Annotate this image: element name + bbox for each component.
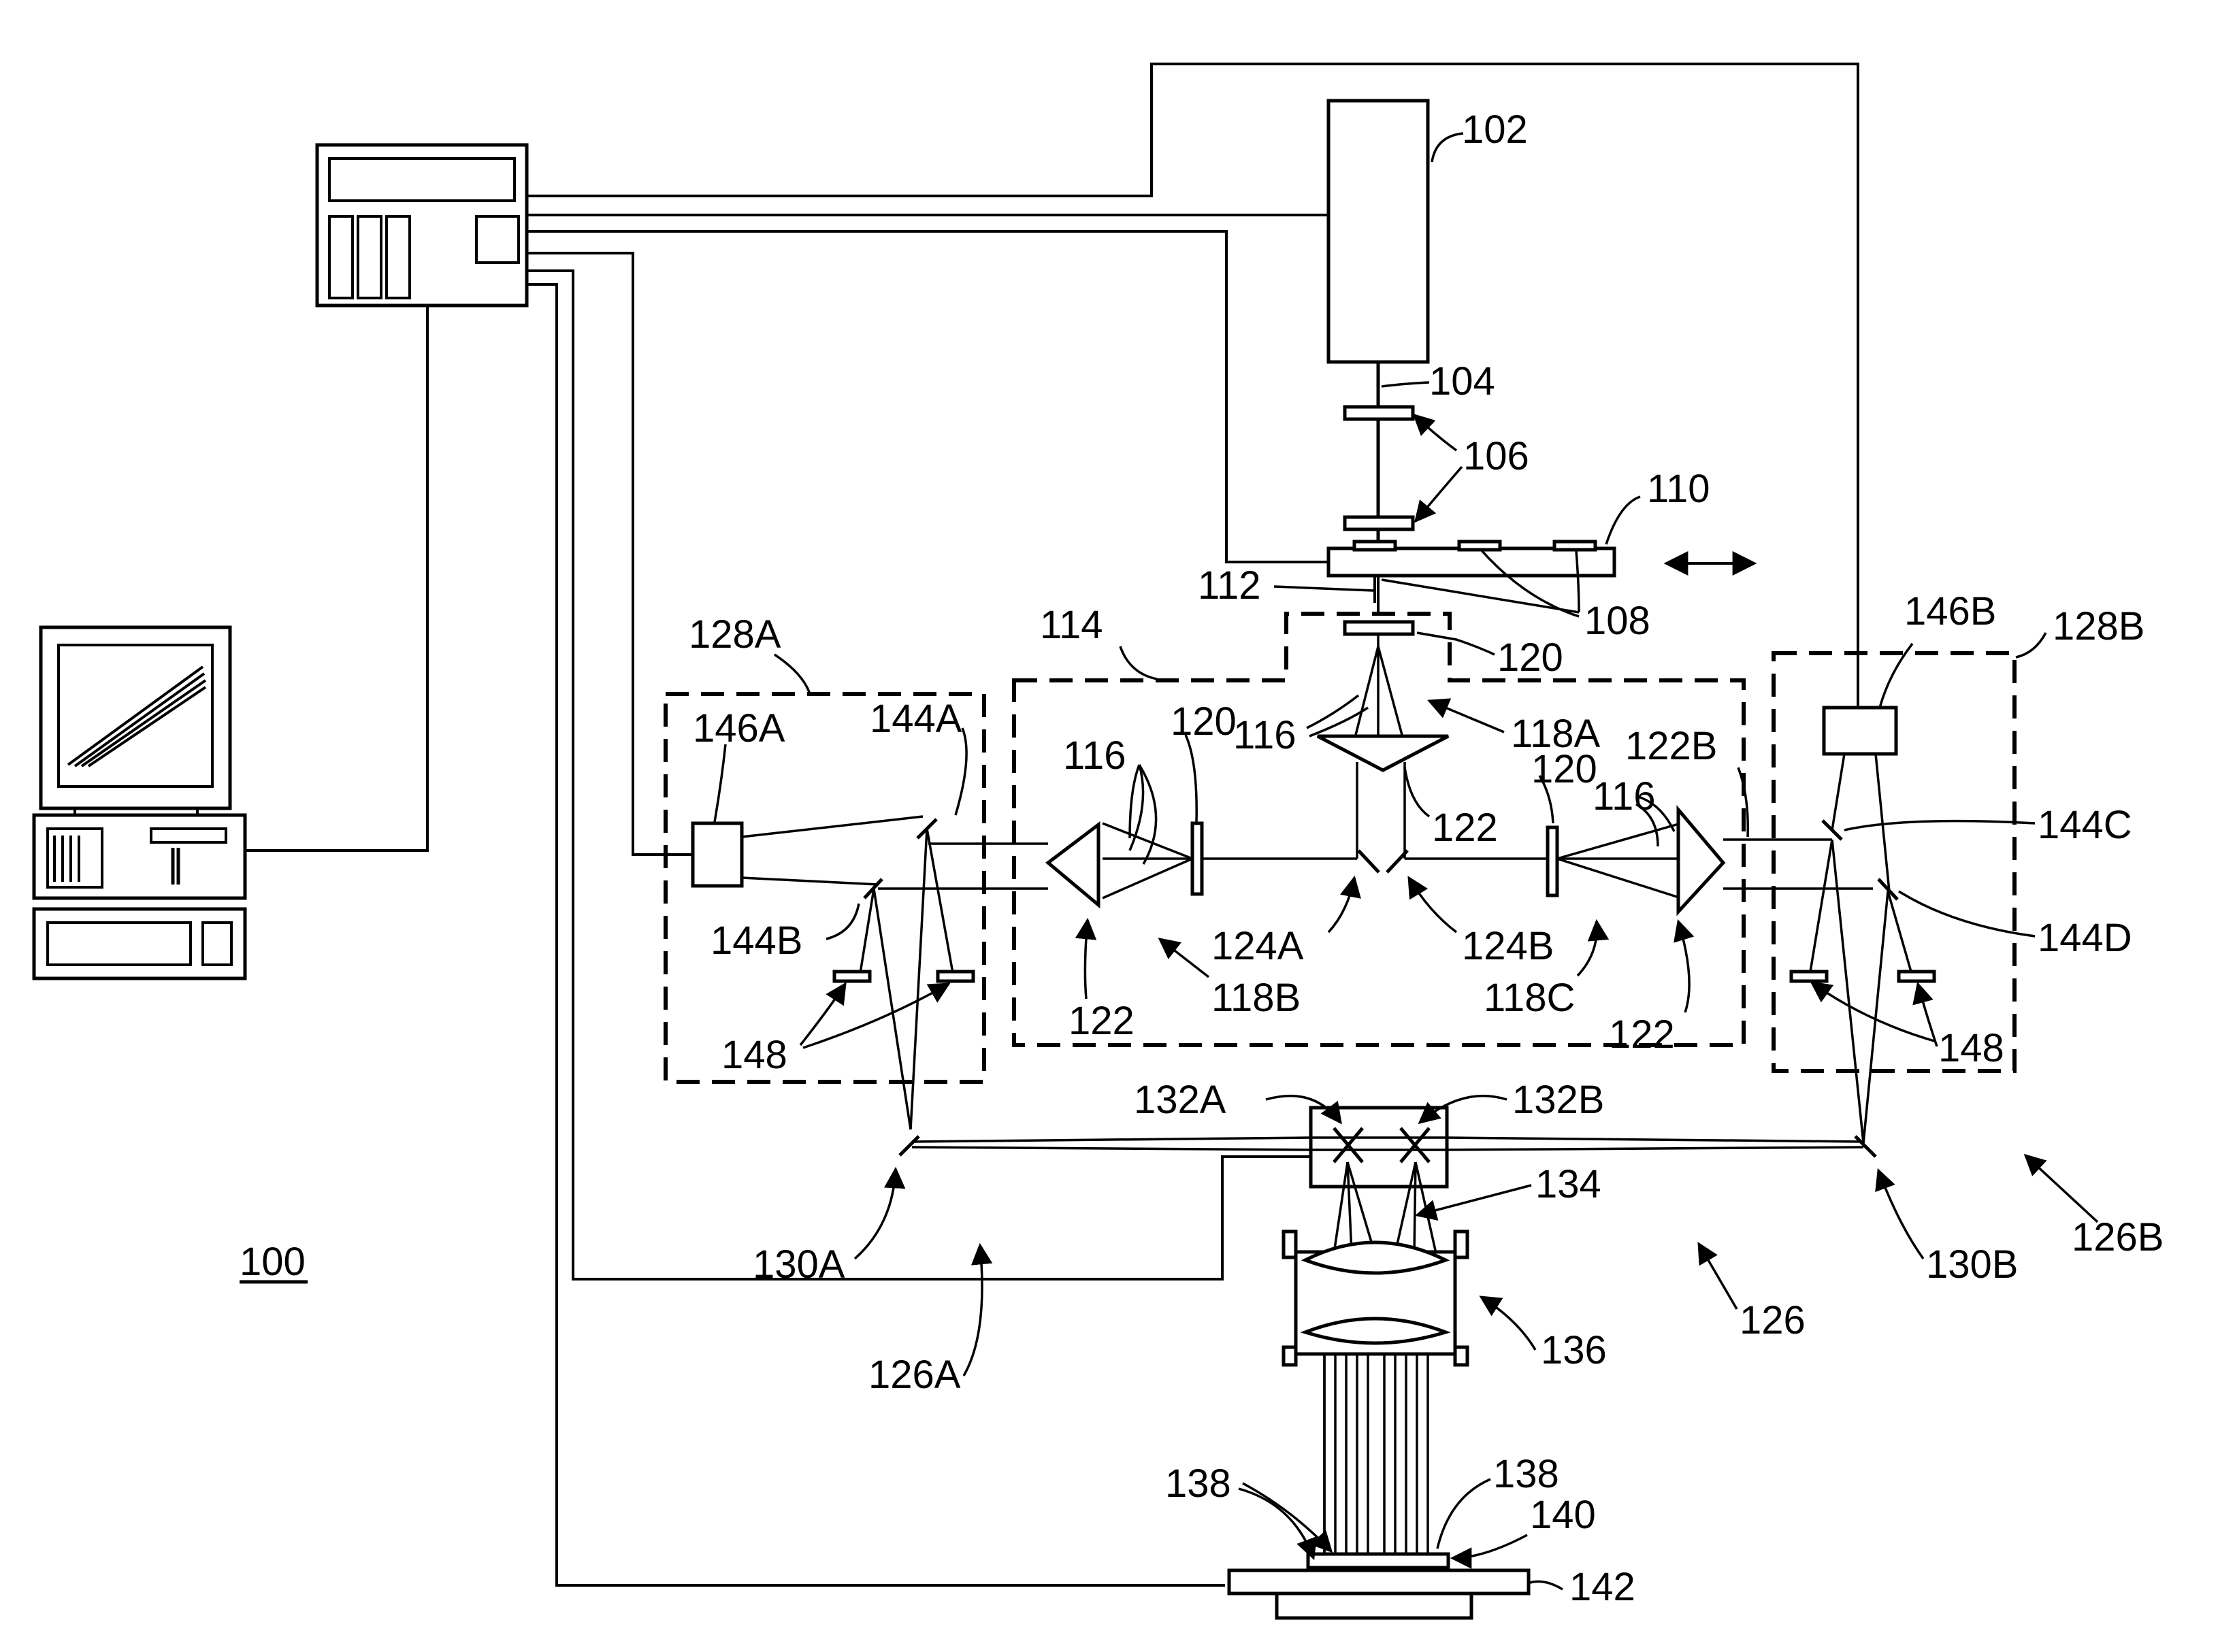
label-148-right: 148 [1938, 1026, 2004, 1070]
beam-path-left [878, 823, 1357, 905]
label-114: 114 [1040, 603, 1103, 647]
label-144D: 144D [2038, 916, 2132, 960]
computer-workstation [34, 627, 245, 978]
objective-lens-136 [1284, 1232, 1467, 1558]
label-122-right: 122 [1609, 1012, 1675, 1057]
label-132A: 132A [1134, 1078, 1226, 1122]
label-132B: 132B [1512, 1078, 1604, 1122]
label-110: 110 [1647, 467, 1710, 511]
label-136: 136 [1541, 1328, 1607, 1372]
label-122-left: 122 [1068, 999, 1135, 1043]
label-144A: 144A [870, 697, 962, 741]
label-146A: 146A [693, 706, 785, 750]
label-130B: 130B [1926, 1242, 2018, 1287]
label-108: 108 [1584, 599, 1650, 643]
label-106: 106 [1463, 434, 1529, 478]
label-100: 100 [240, 1240, 306, 1284]
label-126B: 126B [2072, 1215, 2164, 1259]
label-118C: 118C [1484, 976, 1575, 1020]
label-120-top: 120 [1497, 635, 1563, 680]
label-140: 140 [1530, 1493, 1596, 1537]
controller-unit [317, 145, 527, 305]
laser-source [1328, 101, 1428, 561]
label-116-right: 116 [1593, 774, 1655, 819]
label-130A: 130A [753, 1242, 845, 1287]
label-124B: 124B [1462, 924, 1554, 968]
detector-128B-internals [1791, 708, 1934, 1143]
label-134: 134 [1535, 1162, 1601, 1206]
label-104: 104 [1429, 359, 1495, 403]
filter-slider [1328, 542, 1755, 615]
label-144C: 144C [2038, 803, 2132, 847]
label-112: 112 [1198, 563, 1260, 608]
label-146B: 146B [1904, 589, 1996, 633]
beam-path-center [1318, 622, 1448, 872]
label-128A: 128A [689, 612, 781, 657]
label-122-center: 122 [1432, 806, 1498, 850]
label-116-left: 116 [1063, 733, 1126, 778]
label-124A: 124A [1211, 924, 1304, 968]
label-126: 126 [1740, 1298, 1806, 1342]
label-138-right: 138 [1493, 1452, 1559, 1496]
label-102: 102 [1462, 108, 1528, 152]
label-122B: 122B [1625, 724, 1717, 768]
scanner-assembly [900, 1108, 1876, 1253]
label-120-left: 120 [1171, 699, 1237, 744]
label-142: 142 [1569, 1565, 1635, 1609]
sample-stage [1229, 1554, 1529, 1618]
label-120-right: 120 [1531, 747, 1597, 791]
label-116-center: 116 [1233, 713, 1296, 757]
label-128B: 128B [2053, 604, 2144, 648]
label-148-left: 148 [721, 1033, 787, 1077]
label-138-left: 138 [1165, 1461, 1231, 1506]
label-126A: 126A [868, 1353, 961, 1397]
label-118B: 118B [1211, 976, 1301, 1020]
label-144B: 144B [711, 919, 802, 963]
